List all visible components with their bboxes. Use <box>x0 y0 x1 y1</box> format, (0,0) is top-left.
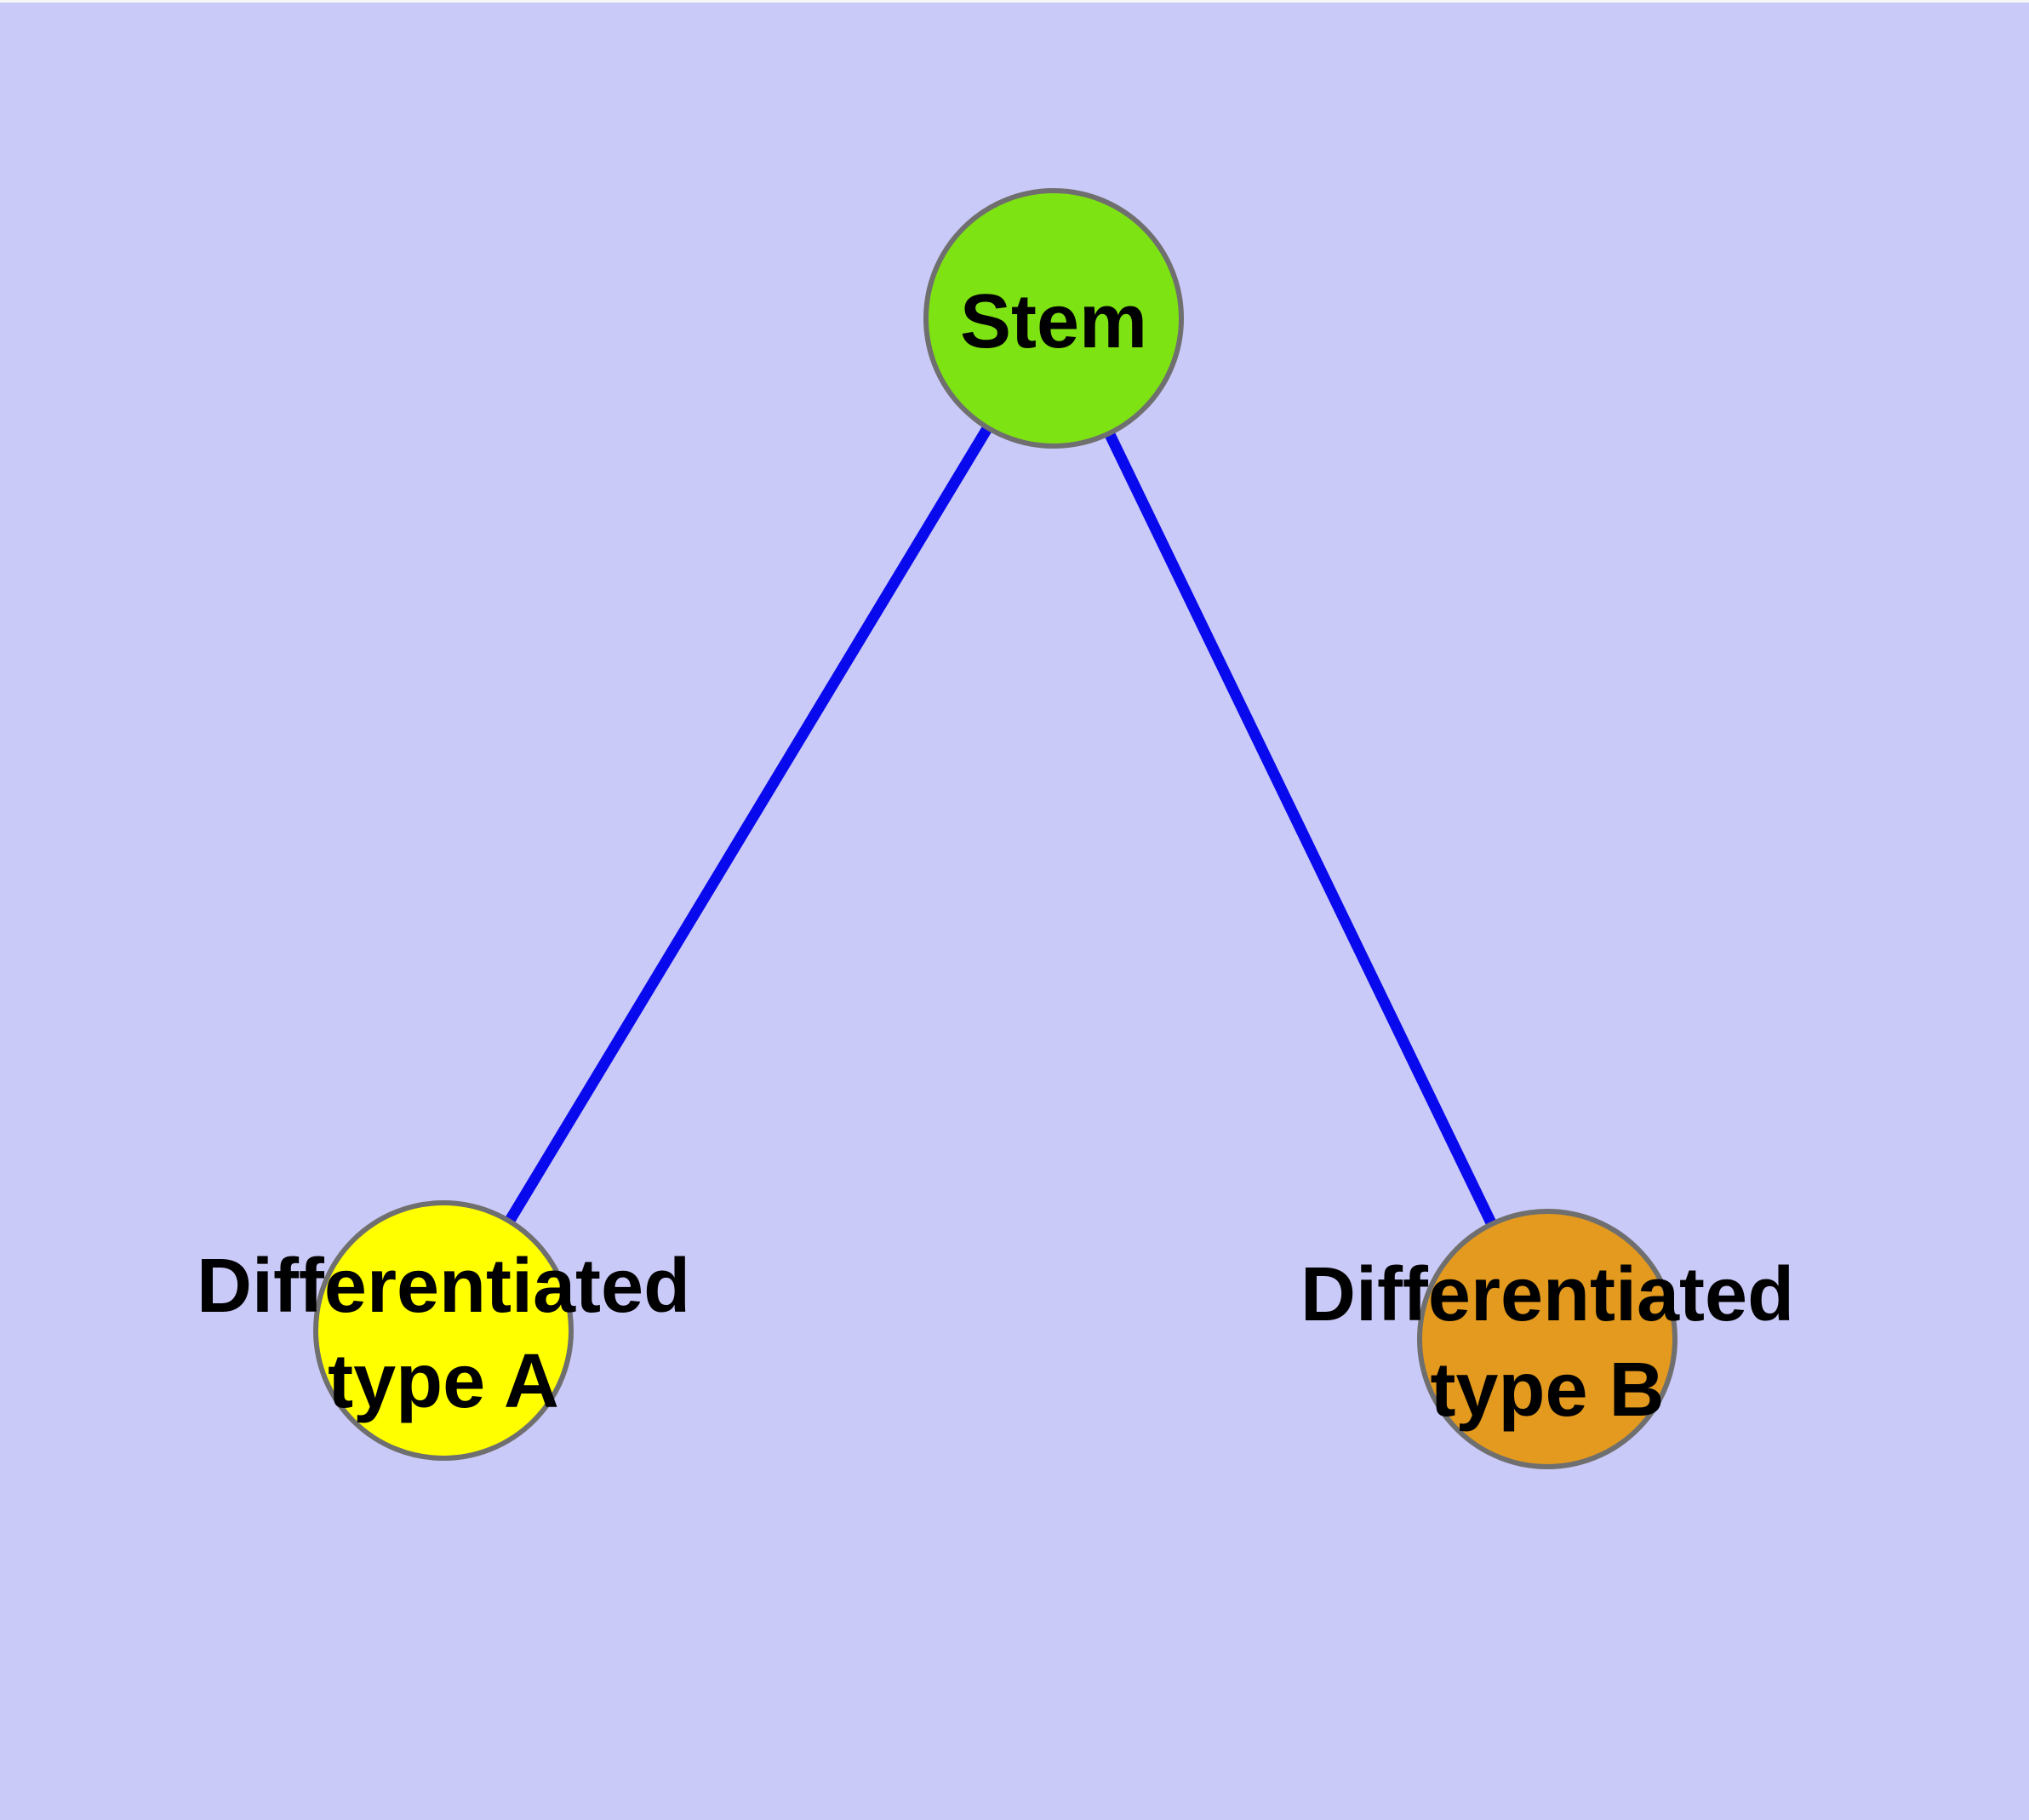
window-top-edge <box>0 0 2029 3</box>
node-circle-stem[interactable] <box>923 188 1184 449</box>
node-circle-type-a[interactable] <box>313 1200 574 1461</box>
node-circle-type-b[interactable] <box>1417 1209 1677 1469</box>
edge-stem-to-type-b <box>1049 316 1552 1342</box>
edge-stem-to-type-a <box>438 315 1059 1334</box>
